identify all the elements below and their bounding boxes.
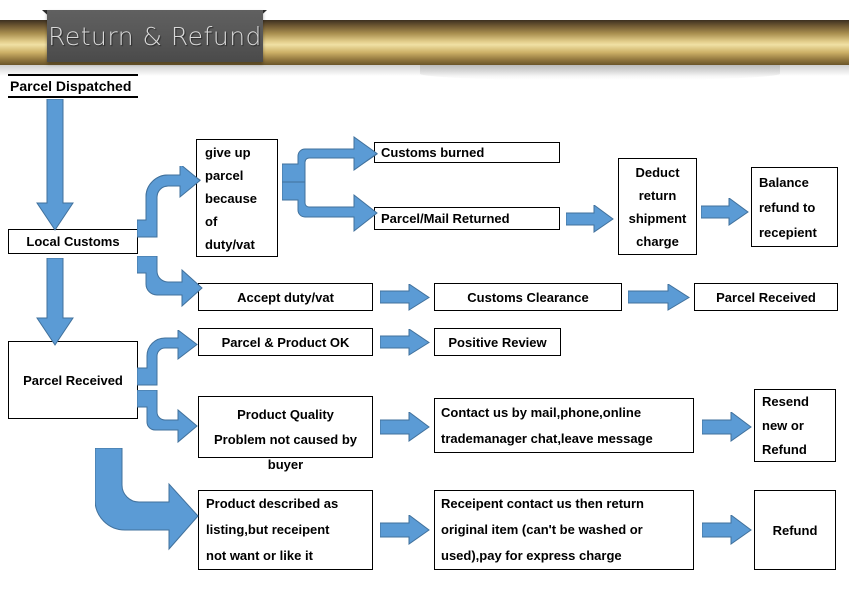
arrow-receipent-to-refund — [702, 515, 752, 545]
node-deduct-return-shipment-charge: Deduct return shipment charge — [618, 158, 697, 255]
give-up-line-2: parcel — [205, 167, 244, 183]
arrow-contact-to-resend — [702, 412, 752, 442]
node-parcel-mail-returned: Parcel/Mail Returned — [374, 207, 560, 230]
arrow-customs-to-giveup — [137, 166, 201, 238]
node-give-up-parcel: give up parcel because of duty/vat — [196, 139, 278, 257]
described-line-3: not want or like it — [206, 548, 313, 563]
balance-line-2: refund to — [759, 199, 816, 215]
node-parcel-dispatched: Parcel Dispatched — [8, 74, 138, 98]
banner-shadow-right — [420, 64, 780, 80]
arrow-described-to-receipent — [380, 515, 430, 545]
give-up-line-3: because — [205, 190, 258, 206]
node-refund: Refund — [754, 490, 836, 570]
arrow-deduct-to-balance — [701, 198, 749, 226]
deduct-line-4: charge — [636, 233, 679, 249]
described-line-2: listing,but receipent — [206, 522, 330, 537]
node-local-customs: Local Customs — [8, 229, 138, 254]
node-product-quality-problem: Product Quality Problem not caused by bu… — [198, 396, 373, 472]
quality-line-1: Product Quality — [237, 407, 334, 422]
arrow-dispatched-to-customs — [36, 99, 74, 231]
arrow-received-to-quality — [137, 390, 199, 452]
described-line-1: Product described as — [206, 496, 339, 511]
contact-line-1: Contact us by mail,phone,online — [441, 404, 642, 420]
node-resend-new-or-refund: Resend new or Refund — [754, 389, 836, 462]
banner-ribbon: Return & Refund — [47, 10, 263, 62]
node-customs-clearance: Customs Clearance — [434, 283, 622, 311]
node-balance-refund-to-recepient: Balance refund to recepient — [751, 167, 838, 247]
arrow-received-to-described — [95, 448, 200, 553]
balance-line-1: Balance — [759, 174, 809, 190]
deduct-line-1: Deduct — [635, 164, 680, 180]
arrow-giveup-to-burned — [282, 136, 378, 184]
receipent-line-1: Receipent contact us then return — [441, 496, 644, 511]
page-title: Return & Refund — [48, 21, 262, 51]
arrow-returned-to-deduct — [566, 205, 614, 233]
arrow-accept-to-clearance — [380, 284, 430, 311]
receipent-line-3: used),pay for express charge — [441, 548, 622, 563]
node-parcel-product-ok: Parcel & Product OK — [198, 328, 373, 356]
quality-line-3: buyer — [267, 457, 304, 472]
give-up-line-1: give up — [205, 144, 251, 160]
arrow-customs-to-accept — [137, 256, 203, 314]
node-customs-burned: Customs burned — [374, 142, 560, 163]
deduct-line-3: shipment — [628, 210, 687, 226]
arrow-ok-to-review — [380, 329, 430, 356]
arrow-customs-to-received — [36, 258, 74, 346]
give-up-line-4: of — [205, 213, 218, 229]
deduct-line-2: return — [638, 187, 677, 203]
node-positive-review: Positive Review — [434, 328, 561, 356]
node-contact-us: Contact us by mail,phone,online trademan… — [434, 398, 694, 453]
quality-line-2: Problem not caused by — [213, 432, 358, 447]
arrow-received-to-ok — [137, 330, 199, 386]
node-accept-duty-vat: Accept duty/vat — [198, 283, 373, 311]
arrow-giveup-to-returned — [282, 182, 378, 238]
resend-line-2: new or — [762, 417, 804, 433]
node-parcel-received-left: Parcel Received — [8, 341, 138, 419]
balance-line-3: recepient — [759, 224, 817, 240]
resend-line-3: Refund — [762, 441, 807, 457]
banner-shadow — [0, 64, 849, 76]
give-up-line-5: duty/vat — [205, 236, 255, 252]
arrow-quality-to-contact — [380, 412, 430, 442]
node-product-described-as-listing: Product described as listing,but receipe… — [198, 490, 373, 570]
contact-line-2: trademanager chat,leave message — [441, 430, 653, 446]
node-receipent-contact-return: Receipent contact us then return origina… — [434, 490, 694, 570]
resend-line-1: Resend — [762, 393, 809, 409]
node-parcel-received-right: Parcel Received — [694, 283, 838, 311]
arrow-clearance-to-received — [628, 284, 690, 311]
receipent-line-2: original item (can't be washed or — [441, 522, 643, 537]
